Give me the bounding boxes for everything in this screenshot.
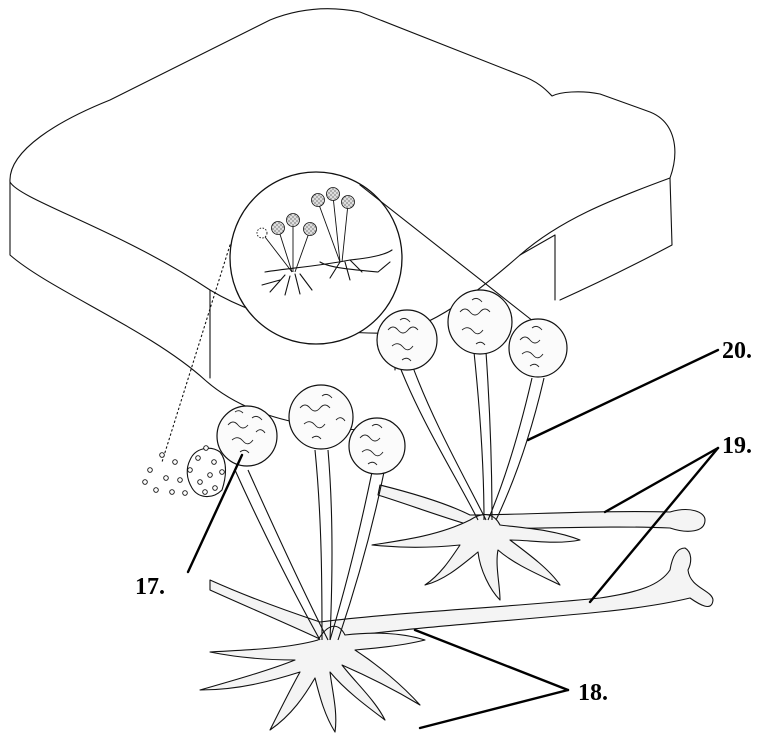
label-18: 18.: [578, 680, 608, 706]
leader-19a: [605, 448, 718, 512]
sporangium-right-3: [509, 319, 567, 377]
leader-17: [188, 455, 242, 572]
label-19: 19.: [722, 433, 752, 459]
leader-18a: [415, 630, 568, 690]
burst-sporangium-spores: [143, 446, 226, 497]
sporangium-left-1: [217, 406, 277, 466]
rhizoids-left: [200, 626, 425, 732]
sporangium-left-2: [289, 385, 353, 449]
sporangium-right-1: [377, 310, 437, 370]
leader-18b: [420, 690, 568, 728]
label-20: 20.: [722, 338, 752, 364]
label-17: 17.: [135, 574, 165, 600]
sporangium-left-3: [349, 418, 405, 474]
sporangium-right-2: [448, 290, 512, 354]
